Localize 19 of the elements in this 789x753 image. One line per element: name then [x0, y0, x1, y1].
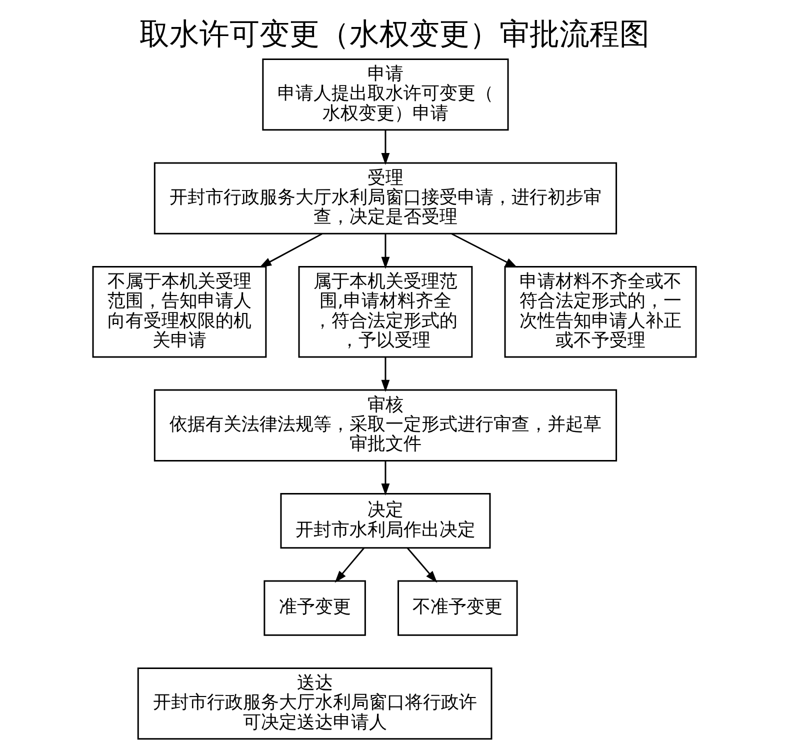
arrow: [406, 548, 438, 583]
node-box: 准予变更: [264, 580, 366, 636]
node-box: 不准予变更: [398, 580, 518, 636]
node-box: 不属于本机关受理范围，告知申请人向有受理权限的机关申请: [92, 266, 267, 358]
node-box: 属于本机关受理范围,申请材料齐全，符合法定形式的，予以受理: [298, 266, 473, 358]
node-box: 审核 依据有关法律法规等，采取一定形式进行审查，并起草审批文件: [154, 389, 618, 462]
node-box: 受理 开封市行政服务大厅水利局窗口接受申请，进行初步审查，决定是否受理: [154, 162, 618, 234]
arrow: [381, 460, 390, 496]
arrow: [259, 233, 322, 268]
diagram-title: 取水许可变更（水权变更）审批流程图: [140, 17, 650, 52]
arrow: [334, 548, 364, 583]
arrow: [381, 357, 390, 392]
arrow: [451, 233, 518, 268]
arrow: [381, 130, 390, 166]
node-box: 申请 申请人提出取水许可变更（水权变更）申请: [262, 58, 509, 131]
node-box: 决定 开封市水利局作出决定: [280, 493, 491, 549]
arrow: [381, 234, 390, 269]
node-box: 送达 开封市行政服务大厅水利局窗口将行政许可决定送达申请人: [137, 667, 492, 740]
node-box: 申请材料不齐全或不符合法定形式的，一次性告知申请人补正或不予受理: [504, 266, 697, 358]
